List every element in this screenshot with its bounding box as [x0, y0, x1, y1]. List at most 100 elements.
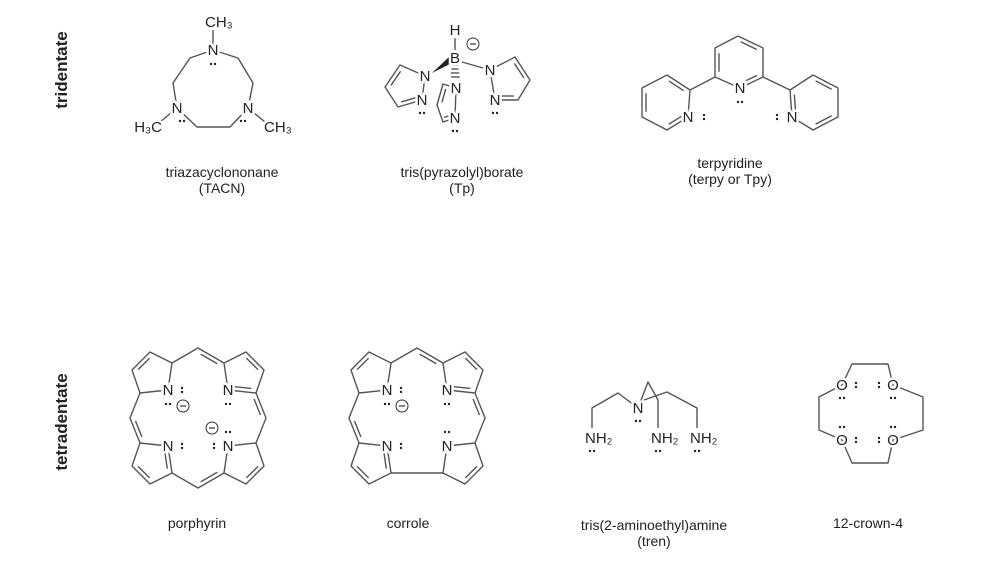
bond — [159, 107, 178, 123]
atom-label: N — [208, 42, 219, 59]
bond — [441, 88, 447, 103]
lone-pair-dot — [697, 449, 701, 453]
atom-label: H — [450, 22, 461, 39]
lone-pair-dot — [842, 396, 846, 400]
lone-pair-dot — [588, 449, 592, 453]
lone-pair-dot — [854, 440, 858, 444]
atom-label: N — [442, 382, 453, 399]
atom-label: N — [485, 62, 496, 79]
bond — [461, 61, 491, 71]
bond — [442, 351, 484, 394]
atom-label: N — [417, 92, 428, 109]
bond — [348, 392, 360, 444]
lone-pair-dot — [399, 442, 403, 446]
lone-pair-dot — [893, 396, 897, 400]
bond — [472, 398, 481, 416]
bond — [689, 76, 716, 91]
ligand-name: 12-crown-4 — [832, 515, 904, 531]
bond — [643, 391, 698, 428]
lone-pair-dot — [212, 442, 216, 446]
bond — [356, 465, 370, 479]
bond — [464, 465, 478, 479]
bond — [350, 351, 392, 394]
bond — [390, 70, 402, 86]
lone-pair-dot — [889, 396, 893, 400]
lone-pair-dot — [736, 100, 740, 104]
ligand-label-tren: tris(2-aminoethyl)amine (tren) — [534, 517, 774, 549]
bond — [172, 49, 254, 128]
lone-pair-dot — [182, 119, 186, 123]
bond — [171, 347, 225, 364]
bond — [350, 442, 392, 485]
lone-pair-dot — [838, 396, 842, 400]
ligand-label-porphyrin: porphyrin — [77, 515, 317, 531]
lone-pair-dot — [893, 425, 897, 429]
bond — [714, 35, 764, 89]
lone-pair-dot — [877, 436, 881, 440]
bond — [223, 442, 265, 485]
lone-pair-dot — [877, 381, 881, 385]
atom-label: O — [887, 432, 899, 449]
ligand-label-12-crown-4: 12-crown-4 — [748, 515, 984, 531]
lone-pair-dot — [889, 425, 893, 429]
lone-pair-dot — [634, 419, 638, 423]
bond — [384, 64, 426, 108]
bond — [489, 56, 531, 101]
lone-pair-dot — [455, 129, 459, 133]
atom-label: N — [163, 382, 174, 399]
bond — [223, 351, 265, 394]
lone-pair-dot — [877, 385, 881, 389]
bond — [245, 465, 259, 479]
lone-pair-dot — [854, 381, 858, 385]
lone-pair-dot — [399, 446, 403, 450]
bond — [131, 442, 173, 485]
bond — [401, 96, 417, 103]
ligand-name: terpyridine — [697, 155, 763, 171]
lone-pair-dot — [209, 62, 213, 66]
bond — [641, 74, 691, 131]
negative-charge-icon — [466, 37, 480, 51]
atom-label: N — [223, 382, 234, 399]
bond — [789, 74, 839, 131]
bond — [513, 62, 525, 79]
bond — [137, 357, 151, 371]
lone-pair-dot — [180, 442, 184, 446]
ligand-name: corrole — [386, 515, 430, 531]
atom-label: N — [633, 400, 644, 417]
bond — [436, 83, 457, 123]
lone-pair-dot — [418, 111, 422, 115]
bond — [815, 115, 832, 125]
bond — [419, 353, 437, 365]
bond — [233, 385, 252, 390]
bond — [793, 94, 797, 112]
lone-pair-dot — [877, 440, 881, 444]
atom-label: N — [442, 438, 453, 455]
lone-pair-dot — [854, 385, 858, 389]
lone-pair-dot — [180, 446, 184, 450]
atom-label: O — [836, 377, 848, 394]
bond — [740, 41, 758, 51]
wedge-bond — [432, 57, 452, 73]
atom-label: N — [787, 109, 798, 126]
lone-pair-dot — [443, 430, 447, 434]
ligand-name: triazacyclononane — [165, 164, 279, 180]
lone-pair-dot — [775, 113, 779, 117]
lone-pair-dot — [422, 111, 426, 115]
bond — [668, 115, 683, 125]
lone-pair-dot — [243, 119, 247, 123]
lone-pair-dot — [224, 402, 228, 406]
atom-label: O — [836, 432, 848, 449]
bond — [452, 385, 471, 390]
atom-label: O — [887, 377, 899, 394]
lone-pair-dot — [180, 386, 184, 390]
bond — [200, 471, 218, 483]
lone-pair-dot — [495, 111, 499, 115]
bond — [129, 392, 141, 444]
atom-label: N — [223, 438, 234, 455]
bond — [171, 472, 225, 489]
lone-pair-dot — [212, 446, 216, 450]
